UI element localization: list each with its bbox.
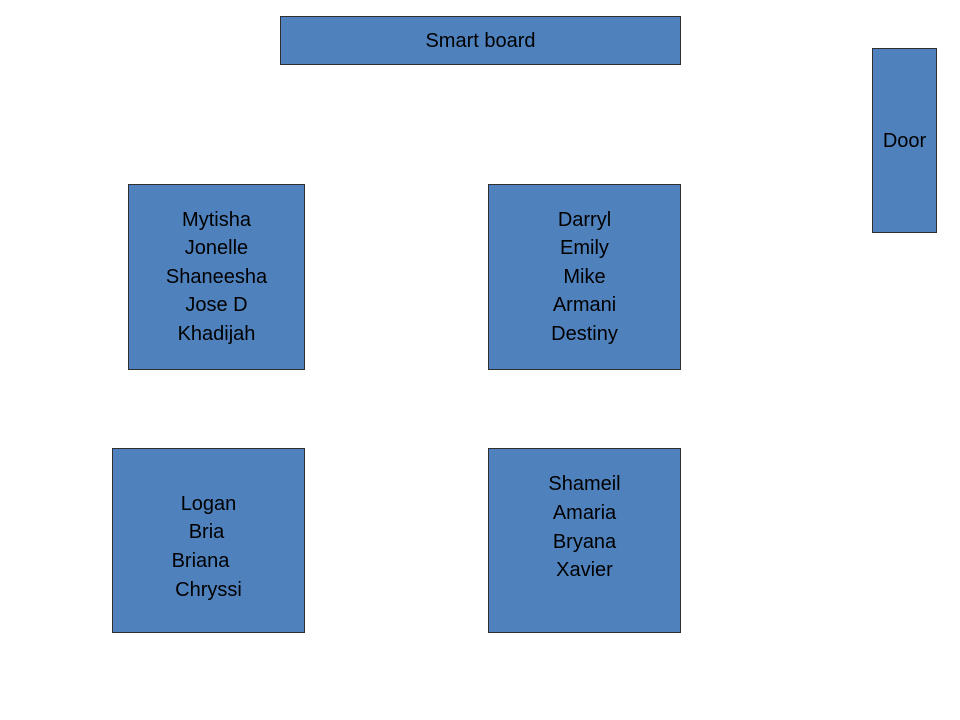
student-name: Khadijah	[177, 322, 256, 345]
student-name: Briana	[171, 550, 230, 572]
student-name: Darryl	[557, 208, 612, 231]
table-group-4: Shameil Amaria Bryana Xavier	[488, 448, 681, 633]
table-group-3: Logan Bria Briana Chryssi	[112, 448, 305, 633]
student-name: Mytisha	[182, 208, 251, 231]
student-name: Bria	[188, 521, 225, 544]
smart-board: Smart board	[280, 16, 681, 65]
student-name: Armani	[552, 294, 617, 317]
student-name: Bryana	[552, 530, 617, 553]
student-name: Jose D	[185, 294, 248, 317]
student-name: Xavier	[556, 559, 613, 582]
student-name: Destiny	[551, 322, 618, 345]
door-label: Door	[882, 129, 927, 152]
student-name: Jonelle	[184, 237, 249, 260]
student-name: Logan	[180, 492, 237, 515]
student-name: Amaria	[552, 501, 617, 524]
student-name: Shameil	[548, 473, 621, 496]
student-name: Emily	[560, 237, 609, 260]
table-group-2: Darryl Emily Mike Armani Destiny	[488, 184, 681, 370]
smart-board-label: Smart board	[425, 29, 536, 52]
door: Door	[872, 48, 937, 233]
student-name: Shaneesha	[165, 265, 268, 288]
student-name: Chryssi	[175, 578, 242, 601]
student-name: Mike	[563, 265, 606, 288]
table-group-1: Mytisha Jonelle Shaneesha Jose D Khadija…	[128, 184, 305, 370]
